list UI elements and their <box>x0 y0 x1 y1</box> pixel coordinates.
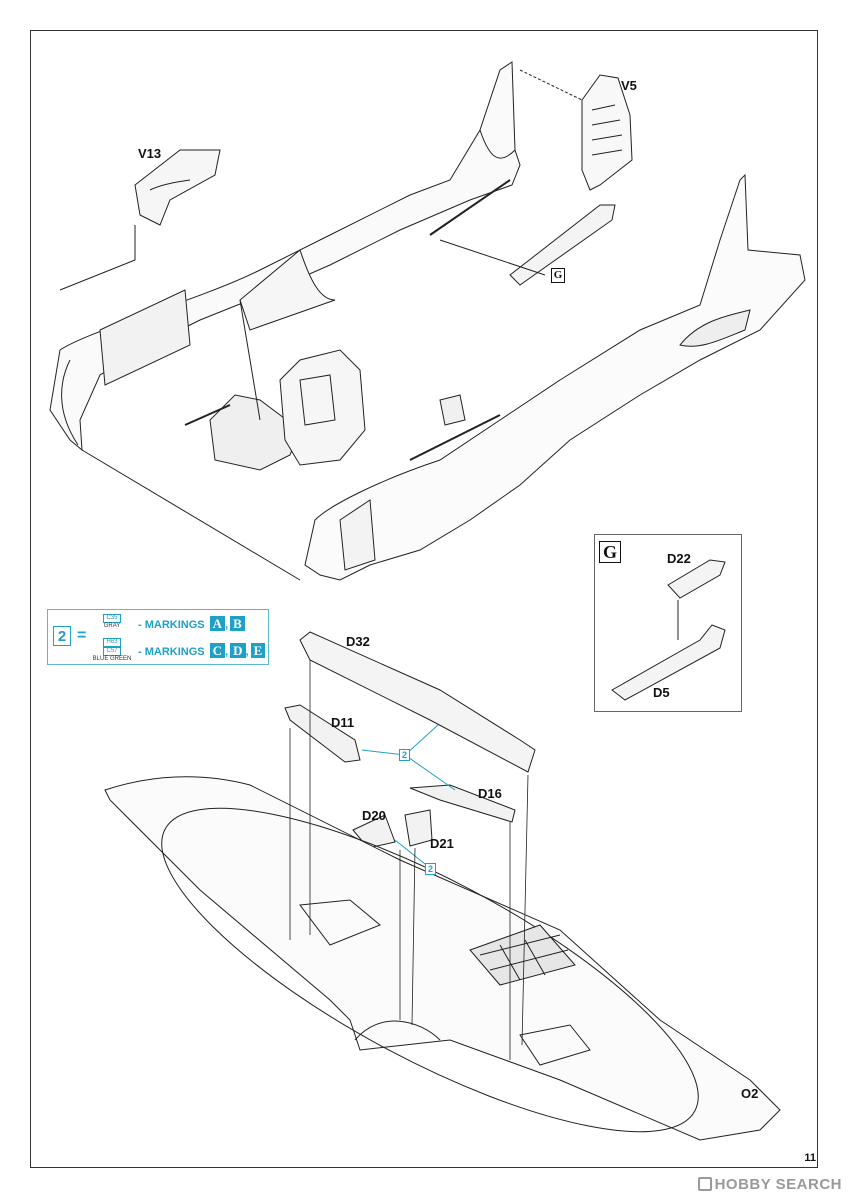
label-d32: D32 <box>346 634 370 649</box>
label-o2: O2 <box>741 1086 759 1101</box>
watermark-text: HOBBY SEARCH <box>714 1176 842 1193</box>
label-d11: D11 <box>331 715 355 730</box>
label-v5: V5 <box>621 78 637 93</box>
paint-code-h63: H63 <box>103 638 121 647</box>
marking-letter-a: A <box>209 616 226 631</box>
part-v5 <box>519 69 633 191</box>
watermark-logo-icon <box>697 1177 712 1191</box>
markings-row-1: - MARKINGS A,B <box>138 616 245 631</box>
legend-number: 2 <box>53 626 71 646</box>
markings-row-2: - MARKINGS C,D,E <box>138 643 266 658</box>
paint-blue-green: H63 C57 BLUE GREEN <box>86 638 138 663</box>
part-v13 <box>59 149 221 291</box>
lower-wing-o2 <box>104 776 781 1141</box>
marking-letter-d: D <box>230 643 246 658</box>
markings-text-2: - MARKINGS <box>138 646 205 658</box>
watermark: HOBBY SEARCH <box>697 1176 842 1193</box>
page-number: 11 <box>804 1152 816 1164</box>
wing-interior-parts <box>284 631 536 849</box>
paint-gray: C35 GRAY <box>98 614 126 630</box>
paint-code-c35: C35 <box>103 614 121 623</box>
paint-code-c57: C57 <box>103 647 121 656</box>
paint-name-gray: GRAY <box>103 623 121 629</box>
label-d5: D5 <box>653 685 670 700</box>
marking-letter-b: B <box>230 616 245 631</box>
g-subassembly-box: G D22 D5 <box>594 534 742 712</box>
legend-equals: = <box>77 627 87 644</box>
paint-name-blue-green: BLUE GREEN <box>92 656 132 662</box>
g-subassembly-drawing <box>611 559 726 701</box>
marking-letter-c: C <box>209 643 226 658</box>
markings-text-1: - MARKINGS <box>138 619 205 631</box>
paint-callout-2: 2 <box>425 863 436 875</box>
label-v13: V13 <box>138 146 162 161</box>
cockpit-assembly <box>81 299 366 581</box>
part-g-floor <box>439 204 616 286</box>
assembly-guide-lines <box>289 660 529 1060</box>
label-d22: D22 <box>667 551 691 566</box>
label-d20: D20 <box>362 808 386 823</box>
marker-g-large: G <box>599 541 621 563</box>
left-fuselage-half <box>49 61 521 452</box>
color-legend: 2 = C35 GRAY - MARKINGS A,B H63 C57 BLUE… <box>47 609 269 665</box>
label-d21: D21 <box>430 836 454 851</box>
right-fuselage-half <box>304 173 806 581</box>
paint-callout-1: 2 <box>399 749 410 761</box>
label-d16: D16 <box>478 786 502 801</box>
marker-g-small: G <box>551 268 565 283</box>
page-frame <box>30 30 818 1168</box>
marking-letter-e: E <box>250 643 266 658</box>
